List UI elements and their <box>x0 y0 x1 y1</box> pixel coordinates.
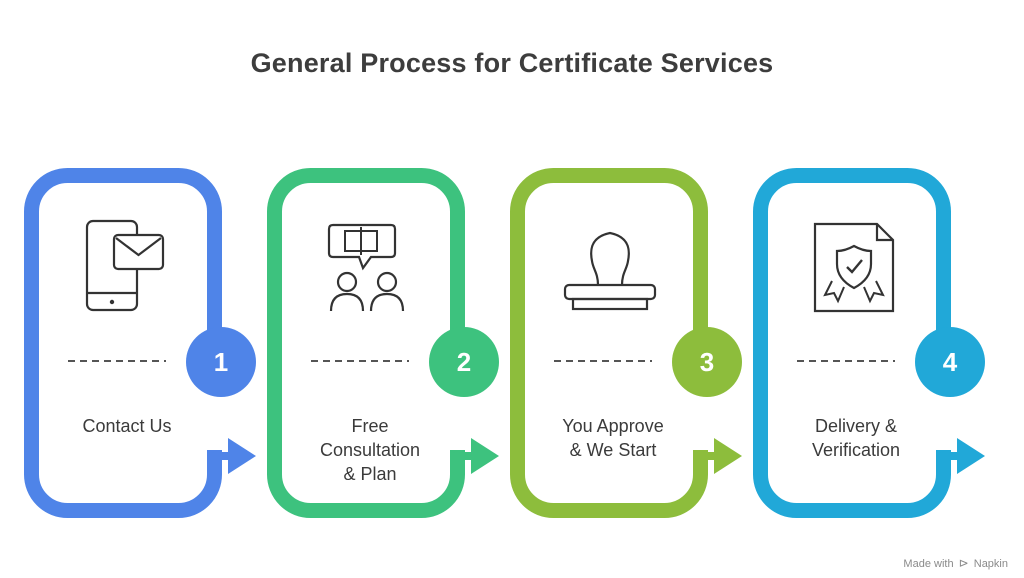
credit-brand: Napkin <box>973 558 1008 570</box>
phone-mail-icon <box>85 219 165 312</box>
step-badge <box>429 327 499 397</box>
step-label: Contact Us <box>52 414 202 438</box>
frame-gap <box>691 390 726 450</box>
step-1 <box>24 168 256 518</box>
step-number: 2 <box>456 347 472 377</box>
step-arrow <box>693 438 742 474</box>
step-label-line: Verification <box>811 440 901 460</box>
step-label-line: & Plan <box>343 464 397 484</box>
certificate-icon <box>813 222 895 313</box>
step-label: Delivery & Verification <box>781 414 931 462</box>
frame-gap <box>448 390 483 450</box>
step-label: You Approve & We Start <box>538 414 688 462</box>
consultation-icon <box>327 223 405 313</box>
stamp-icon <box>563 231 657 311</box>
step-2 <box>267 168 499 518</box>
step-label-line: You Approve <box>562 416 664 436</box>
step-label-line: Contact Us <box>82 416 172 436</box>
step-badge <box>672 327 742 397</box>
frame-gap <box>934 390 969 450</box>
step-badge <box>915 327 985 397</box>
step-arrow <box>936 438 985 474</box>
step-label-line: Free <box>351 416 389 436</box>
step-badge <box>186 327 256 397</box>
page-title: General Process for Certificate Services <box>250 48 774 78</box>
credit-prefix: Made with <box>903 558 954 570</box>
step-number: 4 <box>942 347 958 377</box>
step-label-line: Consultation <box>319 440 421 460</box>
frame-gap <box>205 390 240 450</box>
step-arrow <box>450 438 499 474</box>
step-frame <box>24 168 222 518</box>
step-label-line: Delivery & <box>814 416 898 436</box>
step-label-line: & We Start <box>569 440 657 460</box>
step-number: 3 <box>699 347 715 377</box>
credit-line[interactable]: Made with ⊳ Napkin <box>903 556 1008 570</box>
step-3 <box>510 168 742 518</box>
step-number: 1 <box>213 347 229 377</box>
step-4 <box>753 168 985 518</box>
step-arrow <box>207 438 256 474</box>
napkin-logo-icon: ⊳ <box>958 556 969 570</box>
